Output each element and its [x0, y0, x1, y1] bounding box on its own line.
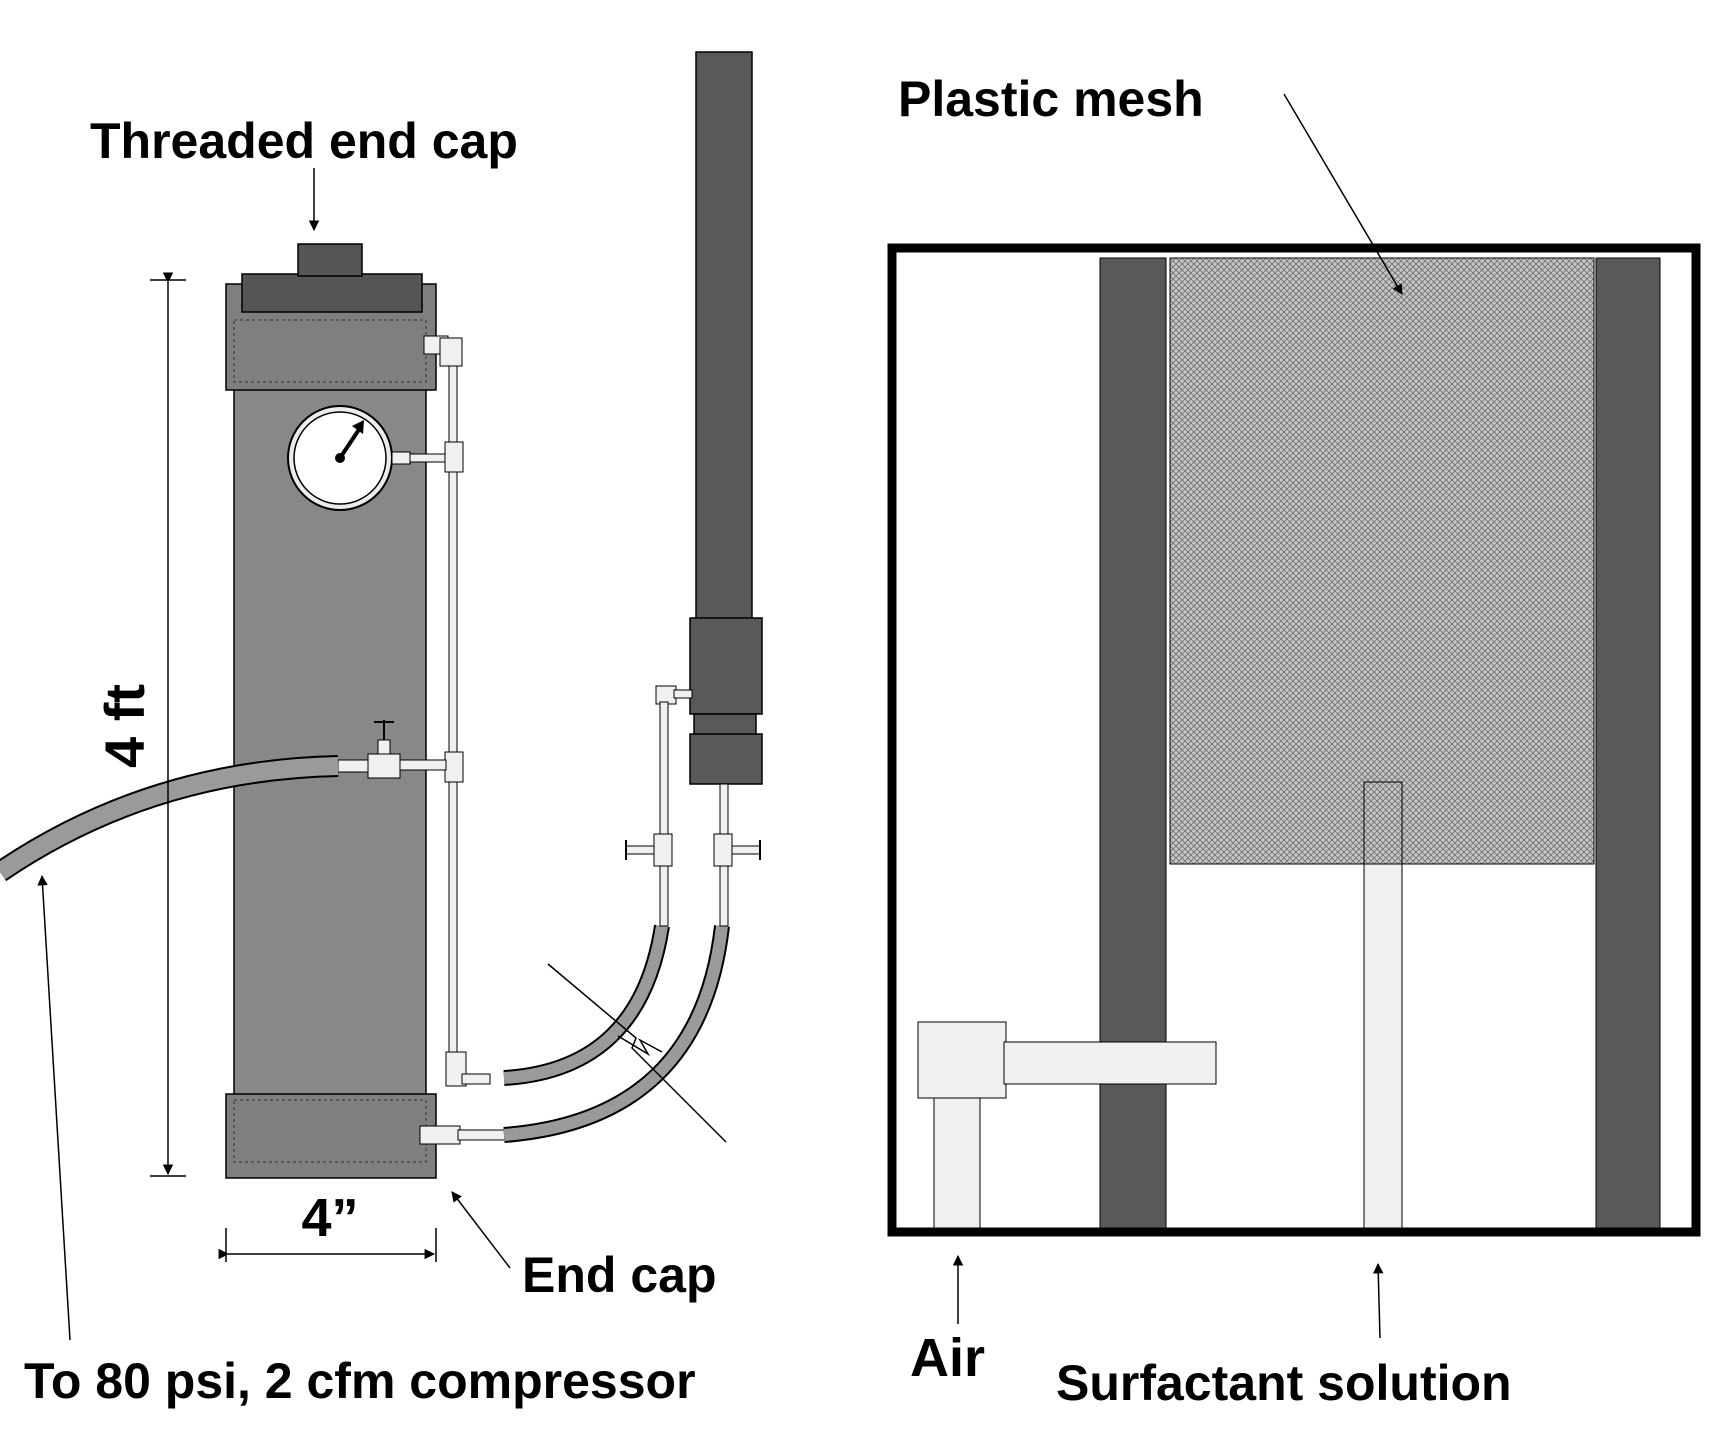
label-plastic-mesh: Plastic mesh — [898, 71, 1204, 127]
endcap-outlet-fitting — [419, 1125, 507, 1145]
break-line-icon — [547, 963, 727, 1143]
bottom-end-cap — [225, 1093, 437, 1179]
dimension-height — [150, 272, 186, 1177]
valve-tee-fitting — [444, 751, 464, 783]
air-inlet-elbow-icon — [917, 1021, 1217, 1229]
compressor-arrow — [37, 874, 71, 1341]
plastic-mesh-leader — [1283, 93, 1403, 295]
surfactant-arrow — [1373, 1262, 1384, 1339]
bottom-elbow-fitting-icon — [445, 1051, 491, 1087]
right-pipe-wall — [1595, 257, 1661, 1229]
foam-generator-cross-section — [887, 243, 1701, 1237]
threaded-end-cap — [241, 273, 423, 313]
outlet-coupling-upper — [689, 617, 763, 715]
label-threaded-end-cap: Threaded end cap — [90, 113, 518, 169]
label-surfactant: Surfactant solution — [1056, 1355, 1512, 1411]
plastic-mesh — [1169, 257, 1595, 865]
label-diameter: 4” — [301, 1188, 358, 1248]
gauge-tee-fitting — [444, 441, 464, 473]
surfactant-tube — [1363, 863, 1403, 1229]
label-height: 4 ft — [93, 684, 156, 768]
label-compressor: To 80 psi, 2 cfm compressor — [24, 1353, 696, 1409]
threaded-cap-knob — [297, 243, 363, 277]
right-feeder-line — [713, 783, 761, 927]
outlet-coupling-lower — [689, 733, 763, 785]
top-elbow-fitting-icon — [423, 335, 463, 367]
foam-outlet-pipe — [625, 51, 763, 927]
label-end-cap: End cap — [522, 1247, 716, 1303]
end-cap-arrow — [451, 1191, 511, 1269]
dimension-diameter — [218, 1228, 437, 1262]
left-feeder-line — [625, 685, 693, 927]
pressure-tank — [0, 243, 730, 1179]
air-inlet-valve-icon — [337, 720, 447, 779]
label-air: Air — [910, 1328, 985, 1388]
outlet-pipe-upper — [695, 51, 753, 623]
pressure-gauge-icon — [287, 405, 447, 511]
